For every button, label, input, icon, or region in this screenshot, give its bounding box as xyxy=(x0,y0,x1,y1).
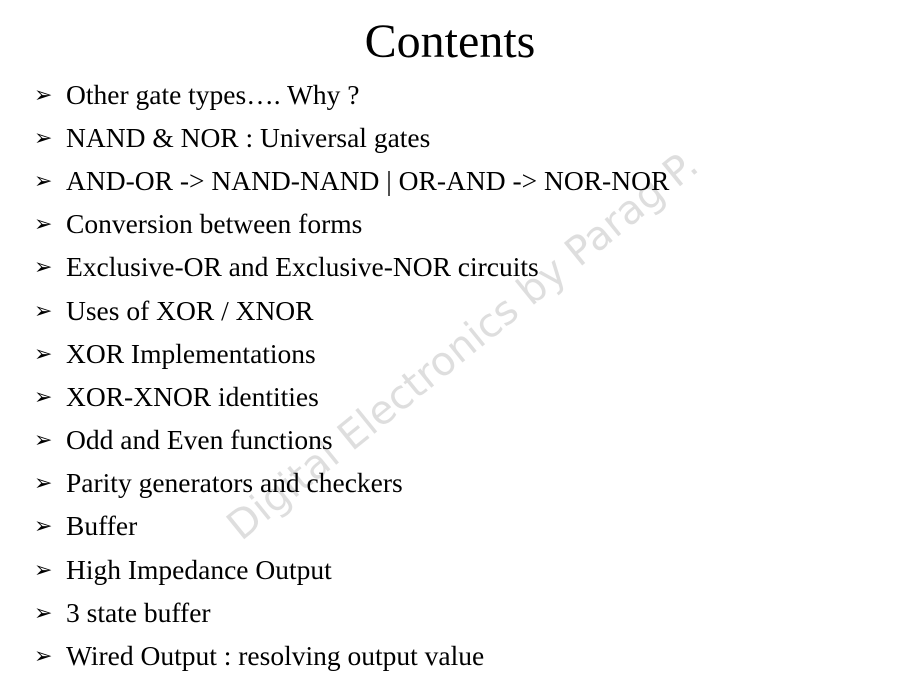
arrowhead-bullet-icon: ➢ xyxy=(34,254,53,280)
list-item-text: 3 state buffer xyxy=(66,596,211,628)
list-item: ➢ Conversion between forms xyxy=(34,203,669,246)
arrowhead-bullet-icon: ➢ xyxy=(34,81,53,107)
list-item: ➢ Exclusive-OR and Exclusive-NOR circuits xyxy=(34,246,669,289)
list-item-text: XOR Implementations xyxy=(66,337,316,369)
arrowhead-bullet-icon: ➢ xyxy=(34,211,53,237)
arrowhead-bullet-icon: ➢ xyxy=(34,297,53,323)
list-item: ➢ Wired Output : resolving output value xyxy=(34,634,669,677)
list-item: ➢ Odd and Even functions xyxy=(34,419,669,462)
arrowhead-bullet-icon: ➢ xyxy=(34,643,53,669)
list-item-text: Other gate types…. Why ? xyxy=(66,78,360,110)
arrowhead-bullet-icon: ➢ xyxy=(34,427,53,453)
arrowhead-bullet-icon: ➢ xyxy=(34,167,53,193)
list-item-text: Uses of XOR / XNOR xyxy=(66,294,314,326)
arrowhead-bullet-icon: ➢ xyxy=(34,513,53,539)
list-item-text: NAND & NOR : Universal gates xyxy=(66,121,431,153)
list-item-text: Wired Output : resolving output value xyxy=(66,640,485,672)
list-item: ➢ Uses of XOR / XNOR xyxy=(34,289,669,332)
list-item: ➢ Buffer xyxy=(34,505,669,548)
list-item: ➢ XOR-XNOR identities xyxy=(34,375,669,418)
arrowhead-bullet-icon: ➢ xyxy=(34,599,53,625)
contents-list: ➢ Other gate types…. Why ? ➢ NAND & NOR : U… xyxy=(34,73,669,678)
list-item: ➢ 3 state buffer xyxy=(34,591,669,634)
list-item-text: Parity generators and checkers xyxy=(66,467,403,499)
list-item-text: Buffer xyxy=(66,510,138,542)
arrowhead-bullet-icon: ➢ xyxy=(34,556,53,582)
list-item: ➢ Other gate types…. Why ? xyxy=(34,73,669,116)
list-item: ➢ NAND & NOR : Universal gates xyxy=(34,116,669,159)
list-item-text: High Impedance Output xyxy=(66,553,332,585)
arrowhead-bullet-icon: ➢ xyxy=(34,340,53,366)
list-item-text: Exclusive-OR and Exclusive-NOR circuits xyxy=(66,251,539,283)
list-item: ➢ AND-OR -> NAND-NAND | OR-AND -> NOR-NOR xyxy=(34,159,669,202)
arrowhead-bullet-icon: ➢ xyxy=(34,124,53,150)
slide-title: Contents xyxy=(364,15,536,68)
arrowhead-bullet-icon: ➢ xyxy=(34,383,53,409)
arrowhead-bullet-icon: ➢ xyxy=(34,470,53,496)
list-item: ➢ XOR Implementations xyxy=(34,332,669,375)
list-item-text: XOR-XNOR identities xyxy=(66,380,319,412)
list-item: ➢ High Impedance Output xyxy=(34,548,669,591)
list-item-text: AND-OR -> NAND-NAND | OR-AND -> NOR-NOR xyxy=(66,164,670,196)
list-item-text: Conversion between forms xyxy=(66,208,363,240)
list-item-text: Odd and Even functions xyxy=(66,424,333,456)
list-item: ➢ Parity generators and checkers xyxy=(34,462,669,505)
